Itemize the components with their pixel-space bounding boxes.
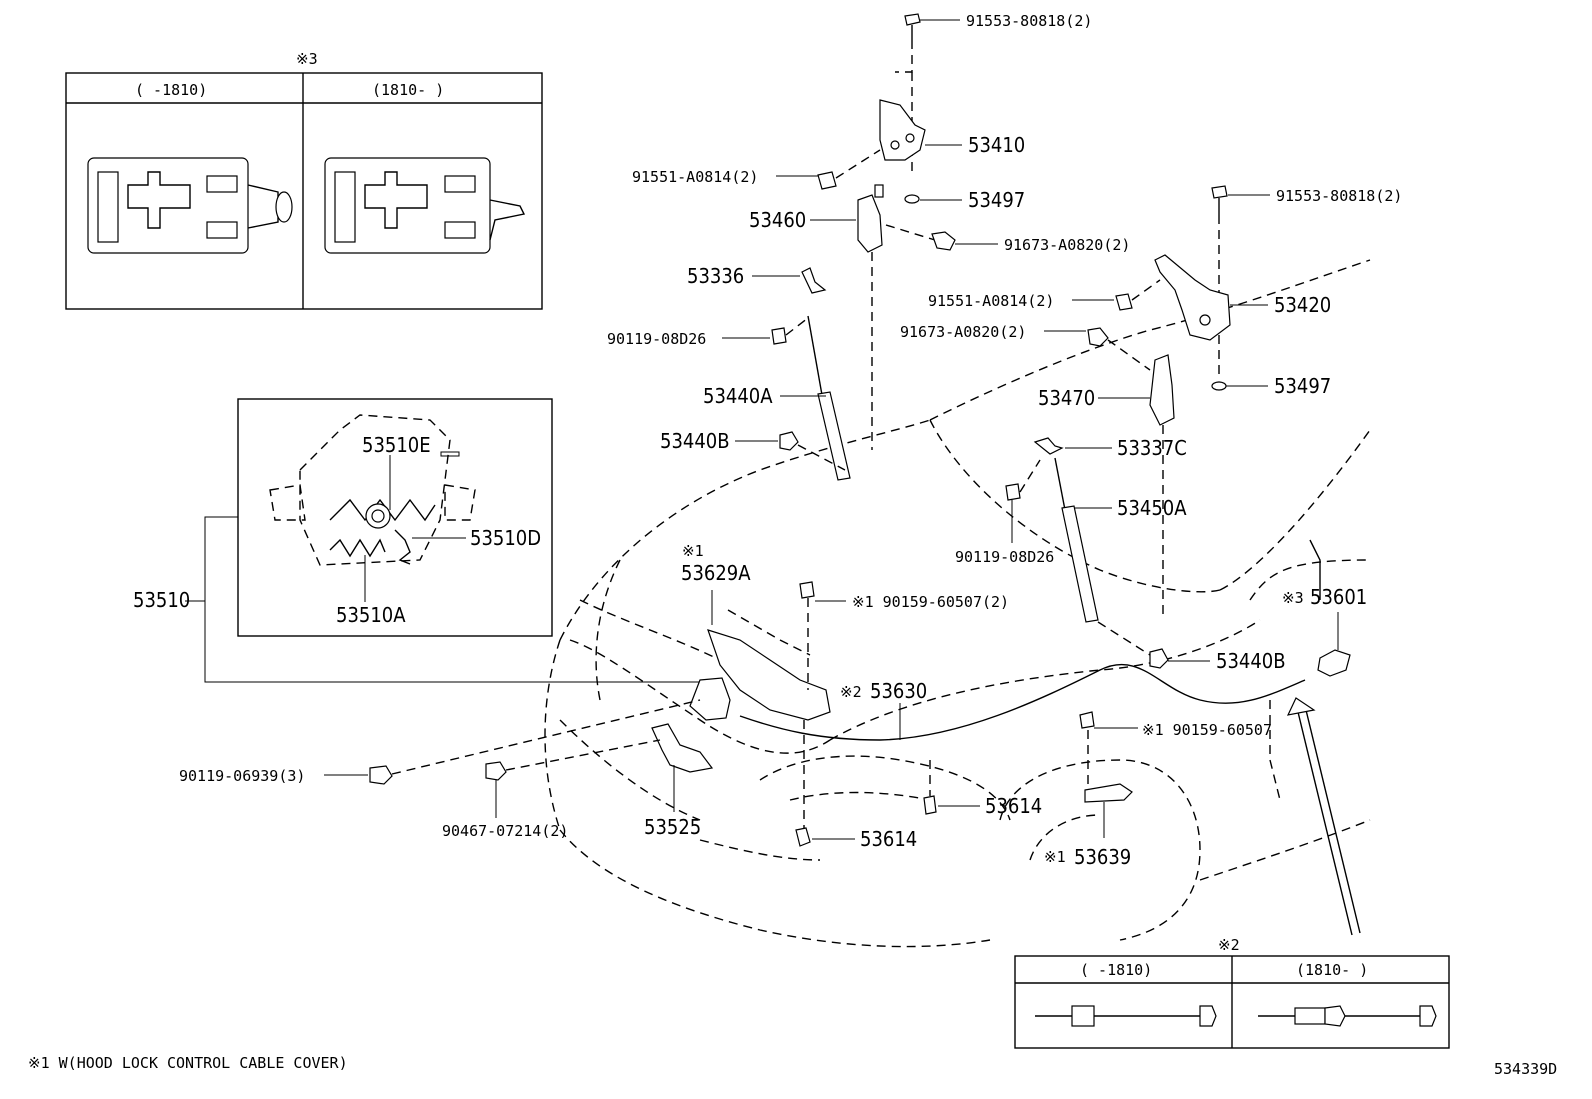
label-53440A: 53440A bbox=[703, 384, 773, 408]
label-53497-right: 53497 bbox=[1274, 374, 1331, 398]
inset-cable-ref-mark: ※2 bbox=[1218, 936, 1240, 954]
label-53614-low: 53614 bbox=[860, 827, 917, 851]
label-90119-06939: 90119-06939(3) bbox=[179, 767, 305, 785]
label-53336: 53336 bbox=[687, 264, 744, 288]
bracket-53510: 53510 bbox=[133, 516, 710, 683]
label-91553-top: 91553-80818(2) bbox=[966, 12, 1092, 30]
label-53630: 53630 bbox=[870, 679, 927, 703]
inset-cable-col-right: (1810- ) bbox=[1296, 961, 1368, 979]
label-53630-mark: ※2 bbox=[840, 683, 862, 701]
label-90119-left: 90119-08D26 bbox=[607, 330, 706, 348]
label-91673-mid: 91673-A0820(2) bbox=[900, 323, 1026, 341]
diagram-id: 534339D bbox=[1494, 1060, 1557, 1078]
label-53497-left: 53497 bbox=[968, 188, 1025, 212]
label-53460: 53460 bbox=[749, 208, 806, 232]
label-53420: 53420 bbox=[1274, 293, 1331, 317]
inset-cover-col-left: ( -1810) bbox=[135, 81, 207, 99]
label-53440B-right: 53440B bbox=[1216, 649, 1286, 673]
label-53440B-left: 53440B bbox=[660, 429, 730, 453]
hinge-right-group: 91553-80818(2) 53420 53497 91551-A0814(2… bbox=[900, 185, 1402, 620]
label-53410: 53410 bbox=[968, 133, 1025, 157]
label-53614-mid: 53614 bbox=[985, 794, 1042, 818]
strut-left-group: 53336 90119-08D26 53440A 53440B bbox=[607, 264, 851, 481]
label-53629A-mark: ※1 bbox=[682, 542, 704, 560]
label-53525: 53525 bbox=[644, 815, 701, 839]
strut-right-group: 53337C 53450A 90119-08D26 53440B bbox=[955, 436, 1286, 673]
label-90467: 90467-07214(2) bbox=[442, 822, 568, 840]
label-91551-left: 91551-A0814(2) bbox=[632, 168, 758, 186]
label-53470: 53470 bbox=[1038, 386, 1095, 410]
label-90119-right: 90119-08D26 bbox=[955, 548, 1054, 566]
label-53629A: 53629A bbox=[681, 561, 751, 585]
label-53601: 53601 bbox=[1310, 585, 1367, 609]
label-53639: 53639 bbox=[1074, 845, 1131, 869]
label-53639-mark: ※1 bbox=[1044, 848, 1066, 866]
inset-cover-variants: ※3 ( -1810) (1810- ) bbox=[65, 50, 543, 310]
label-91551-right: 91551-A0814(2) bbox=[928, 292, 1054, 310]
cover-new-style bbox=[324, 157, 526, 254]
hinge-left-group: 91553-80818(2) 53410 53497 91551-A0814(2… bbox=[632, 12, 1130, 450]
label-53510E: 53510E bbox=[362, 433, 431, 457]
inset-cover-col-right: (1810- ) bbox=[372, 81, 444, 99]
inset-cover-ref-mark: ※3 bbox=[296, 50, 318, 68]
lower-clips-group: ※1 90159-60507 ※1 53639 53614 53614 bbox=[795, 711, 1272, 869]
cable-old-style bbox=[1035, 1005, 1217, 1027]
label-53337C: 53337C bbox=[1117, 436, 1187, 460]
label-90159-mid: ※1 90159-60507 bbox=[1142, 721, 1272, 739]
label-53510D: 53510D bbox=[470, 526, 541, 550]
footnote: ※1 W(HOOD LOCK CONTROL CABLE COVER) bbox=[28, 1054, 348, 1072]
front-lock-group: ※1 53629A ※1 90159-60507(2) 53525 90119-… bbox=[179, 542, 1009, 840]
vehicle-outline bbox=[544, 259, 1371, 948]
inset-lock-detail: 53510E 53510D 53510A bbox=[237, 398, 553, 637]
hood-release-cable: ※2 53630 ※3 53601 bbox=[739, 585, 1367, 936]
label-53450A: 53450A bbox=[1117, 496, 1187, 520]
cover-old-style bbox=[87, 157, 293, 254]
label-91553-right: 91553-80818(2) bbox=[1276, 187, 1402, 205]
inset-cable-col-left: ( -1810) bbox=[1080, 961, 1152, 979]
inset-cable-variants: ※2 ( -1810) (1810- ) bbox=[1014, 936, 1450, 1049]
cable-new-style bbox=[1258, 1005, 1437, 1027]
label-53601-mark: ※3 bbox=[1282, 589, 1304, 607]
label-91673-top: 91673-A0820(2) bbox=[1004, 236, 1130, 254]
label-53510A: 53510A bbox=[336, 603, 406, 627]
label-53510: 53510 bbox=[133, 588, 190, 612]
label-90159-top: ※1 90159-60507(2) bbox=[852, 593, 1009, 611]
